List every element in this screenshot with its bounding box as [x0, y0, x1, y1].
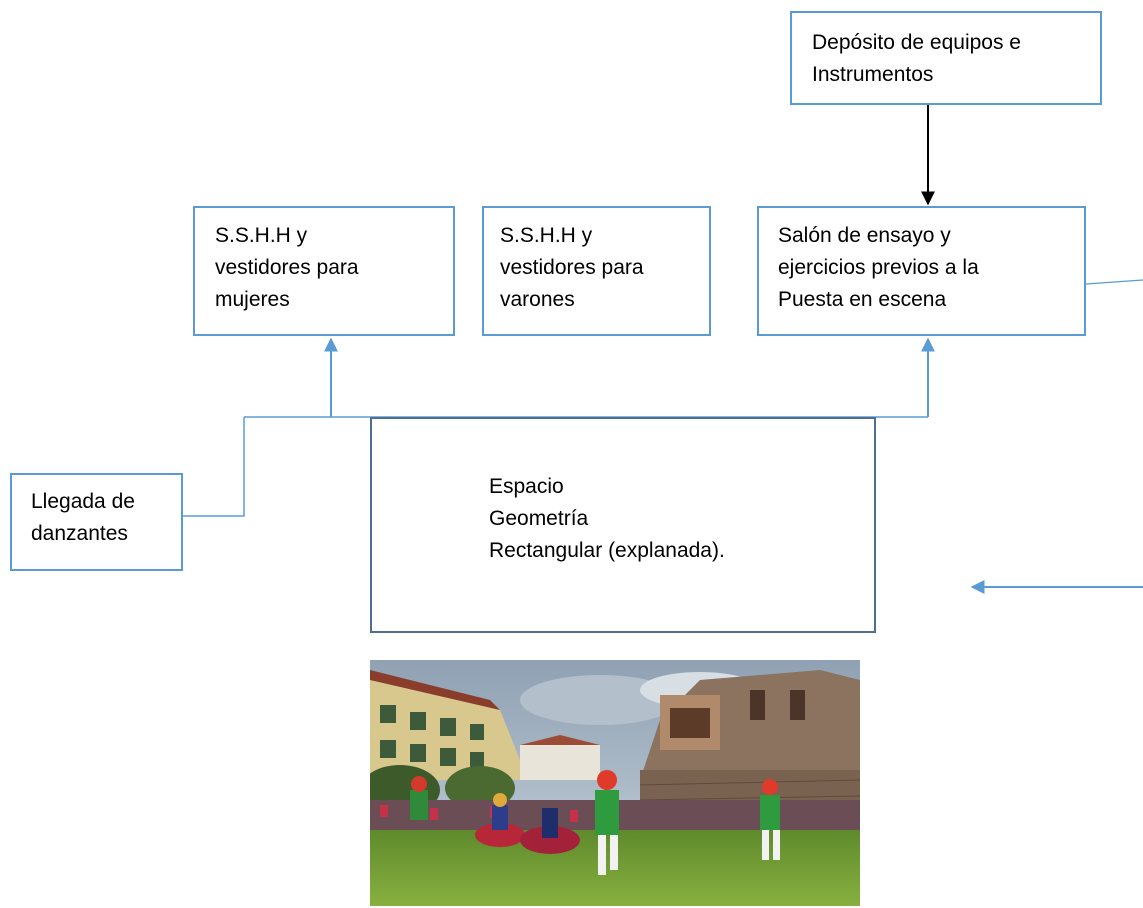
dance-festival-photo [370, 660, 860, 906]
connector-salon-right [1085, 279, 1143, 285]
salon-line-3: Puesta en escena [778, 288, 947, 311]
salon-line-2: ejercicios previos a la [778, 256, 979, 279]
espacio-box: Espacio Geometría Rectangular (explanada… [370, 417, 876, 633]
espacio-line-1: Espacio [489, 475, 564, 498]
deposito-box: Depósito de equipos e Instrumentos [790, 11, 1102, 105]
salon-line-1: Salón de ensayo y [778, 224, 951, 247]
varones-box: S.S.H.H y vestidores para varones [482, 206, 711, 336]
varones-line-3: varones [500, 288, 575, 311]
deposito-line-1: Depósito de equipos e [812, 31, 1021, 54]
espacio-line-3: Rectangular (explanada). [489, 539, 725, 562]
llegada-line-2: danzantes [31, 522, 128, 545]
mujeres-box: S.S.H.H y vestidores para mujeres [193, 206, 455, 336]
connector-llegada [183, 417, 245, 517]
varones-line-1: S.S.H.H y [500, 224, 593, 247]
salon-box: Salón de ensayo y ejercicios previos a l… [757, 206, 1086, 336]
llegada-box: Llegada de danzantes [10, 473, 183, 571]
mujeres-line-1: S.S.H.H y [215, 224, 308, 247]
espacio-line-2: Geometría [489, 507, 589, 530]
deposito-line-2: Instrumentos [812, 63, 934, 86]
mujeres-line-3: mujeres [215, 288, 290, 311]
varones-line-2: vestidores para [500, 256, 644, 279]
mujeres-line-2: vestidores para [215, 256, 359, 279]
llegada-line-1: Llegada de [31, 490, 135, 513]
